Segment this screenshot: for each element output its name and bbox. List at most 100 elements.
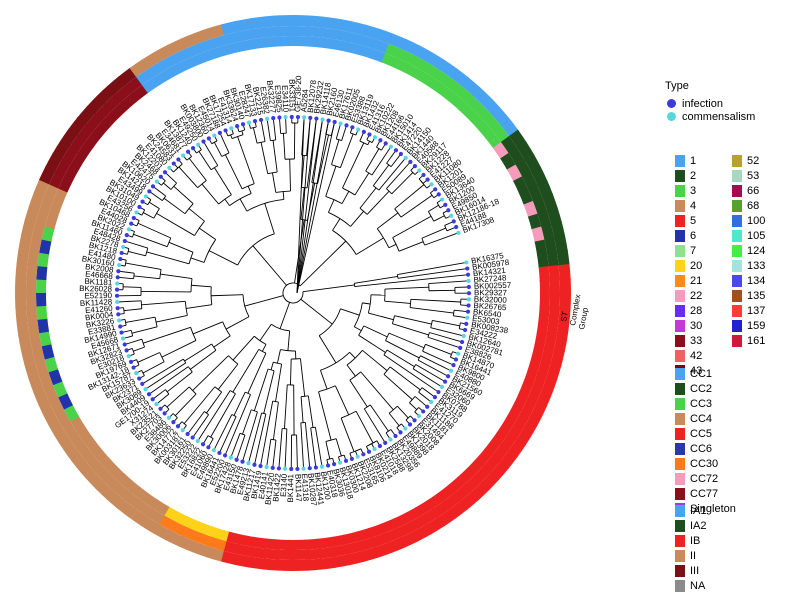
legend-label: 7 [690, 245, 696, 257]
branch-segment [301, 423, 304, 469]
branch-segment [368, 313, 393, 320]
type-legend-title: Type [665, 80, 755, 92]
tip-point [383, 441, 387, 445]
branch-segment [132, 327, 157, 333]
legend-label: 2 [690, 170, 696, 182]
branch-segment [301, 299, 332, 324]
group-ring-segment [560, 278, 571, 294]
tip-point [140, 200, 144, 204]
branch-segment [125, 241, 148, 248]
tip-point [154, 402, 158, 406]
branch-segment [354, 327, 361, 331]
group-ring-segment [250, 16, 267, 29]
legend-swatch [675, 350, 685, 362]
legend-label: CC6 [690, 443, 712, 455]
branch-segment [342, 125, 347, 140]
branch-segment [190, 350, 216, 369]
branch-segment [199, 228, 215, 239]
tip-point [467, 291, 471, 295]
branch-segment [285, 429, 287, 469]
tip-point [143, 387, 147, 391]
tip-point [333, 120, 337, 124]
tip-point [446, 374, 450, 378]
branch-segment [387, 350, 414, 367]
tip-point [121, 245, 125, 249]
legend-swatch [732, 320, 742, 332]
branch-segment [273, 140, 277, 172]
branch-segment [288, 331, 290, 351]
complex-ring-segment [549, 265, 560, 281]
tip-point [460, 340, 464, 344]
legend-swatch [732, 275, 742, 287]
branch-segment [394, 316, 431, 324]
legend-label: 22 [690, 290, 702, 302]
complex-ring-segment [264, 548, 280, 559]
tip-point [408, 422, 412, 426]
tip-point [212, 133, 216, 137]
branch-segment [179, 167, 198, 188]
branch-segment [174, 186, 193, 203]
tip-point [117, 318, 121, 322]
branch-segment [117, 301, 141, 302]
tip-point [137, 205, 141, 209]
st-legend-item: 30 [675, 318, 732, 333]
tip-point [326, 119, 330, 123]
tip-point [443, 203, 447, 207]
tip-point [181, 428, 185, 432]
tip-point [118, 324, 122, 328]
branch-segment [398, 269, 467, 279]
tip-point [163, 411, 167, 415]
tip-point [344, 123, 348, 127]
branch-segment [395, 185, 424, 209]
tip-point [176, 424, 180, 428]
branch-segment [411, 299, 461, 302]
tip-point [116, 269, 120, 273]
tip-point [151, 397, 155, 401]
legend-label: CC1 [690, 368, 712, 380]
branch-segment [162, 340, 196, 357]
branch-segment [273, 440, 276, 468]
leaf-labels: BK16375BK005978BK14321BK27248BK002557BK2… [79, 75, 512, 507]
branch-segment [342, 143, 363, 188]
branch-segment [286, 117, 287, 133]
branch-segment [225, 199, 230, 205]
tip-point [417, 168, 421, 172]
tip-point [265, 117, 269, 121]
st-legend-item: 133 [732, 258, 789, 273]
branch-segment [238, 137, 255, 184]
branch-segment [350, 380, 367, 407]
tip-point [131, 365, 135, 369]
branch-segment [434, 216, 445, 221]
st-legend-item: 161 [732, 333, 789, 348]
st-legend-item: 100 [732, 213, 789, 228]
branch-segment [271, 362, 273, 370]
branch-segment [335, 386, 348, 415]
branch-segment [397, 262, 466, 274]
legend-label: CC3 [690, 398, 712, 410]
group-ring-segment [264, 15, 280, 27]
tip-point [394, 148, 398, 152]
tip-point [466, 303, 470, 307]
tip-point [246, 461, 250, 465]
group-legend-item: III [675, 563, 707, 578]
tip-point [465, 316, 469, 320]
branch-segment [209, 251, 238, 265]
st-legend-item: 68 [732, 198, 789, 213]
st-ring-segment [36, 292, 46, 307]
branch-segment [319, 392, 332, 440]
branch-segment [283, 133, 285, 159]
group-ring-segment [277, 560, 293, 571]
type-legend: Type infection commensalism [665, 80, 755, 124]
st-legend-item: 2 [675, 168, 732, 183]
st-ring-segment [278, 540, 293, 550]
branch-segment [191, 258, 204, 263]
tip-point [399, 152, 403, 156]
complex-legend-item: CC30 [675, 456, 736, 471]
tip-point [283, 467, 287, 471]
st-legend-item: 21 [675, 273, 732, 288]
branch-segment [214, 168, 231, 195]
st-ring-segment [265, 539, 280, 550]
tip-point [388, 437, 392, 441]
tip-point [116, 306, 120, 310]
